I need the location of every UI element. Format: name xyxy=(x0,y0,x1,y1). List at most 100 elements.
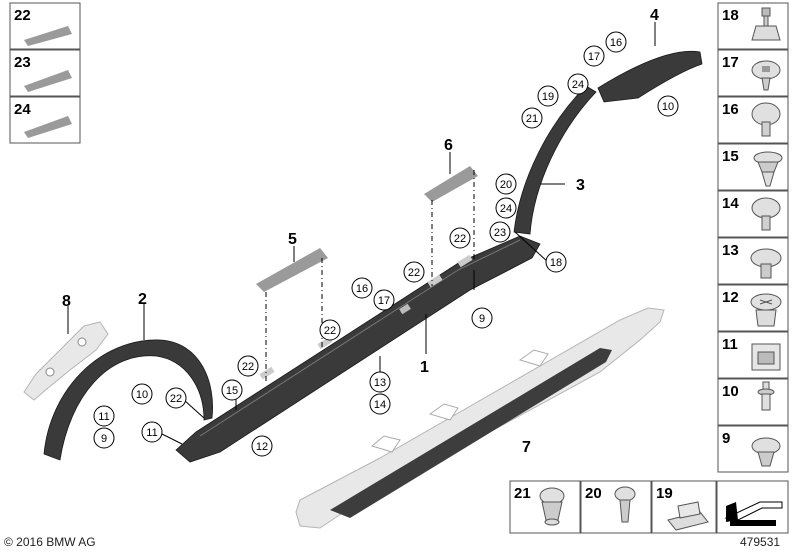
item-number: 17 xyxy=(722,54,739,71)
part-label-6: 6 xyxy=(444,137,453,154)
callout[interactable]: 21 xyxy=(521,107,543,129)
copyright-text: © 2016 BMW AG xyxy=(4,535,96,549)
callout[interactable]: 11 xyxy=(93,405,115,427)
item-number: 9 xyxy=(722,430,730,447)
item-number: 12 xyxy=(722,289,739,306)
right-column: 18 17 16 xyxy=(717,2,789,473)
svg-text:23: 23 xyxy=(494,227,506,239)
svg-text:16: 16 xyxy=(610,37,622,49)
item-number: 23 xyxy=(14,54,31,71)
screw-icon xyxy=(751,60,781,91)
svg-text:14: 14 xyxy=(374,399,386,411)
part-label-4: 4 xyxy=(650,7,659,24)
sheet-nut-icon xyxy=(667,501,709,531)
item-number: 15 xyxy=(722,148,739,165)
foil-strip-icon xyxy=(24,70,72,92)
bottom-item-19[interactable]: 19 xyxy=(651,480,717,534)
clip-icon xyxy=(751,437,781,467)
left-item-22[interactable]: 22 xyxy=(9,2,81,50)
left-item-23[interactable]: 23 xyxy=(9,49,81,97)
plug-icon xyxy=(751,197,781,231)
clip-icon xyxy=(539,487,565,526)
svg-text:11: 11 xyxy=(146,427,157,439)
right-item-10[interactable]: 10 xyxy=(717,378,789,426)
svg-text:12: 12 xyxy=(256,441,268,453)
callout[interactable]: 19 xyxy=(537,85,559,107)
callout[interactable]: 16 xyxy=(605,31,627,53)
part-label-1: 1 xyxy=(420,359,429,376)
part-3-rear-wheel-arch[interactable] xyxy=(513,85,597,235)
part-2-front-wheel-arch[interactable] xyxy=(43,339,213,461)
svg-text:22: 22 xyxy=(324,325,336,337)
item-number: 16 xyxy=(722,101,739,118)
item-number: 22 xyxy=(14,7,31,24)
callout[interactable]: 18 xyxy=(545,251,567,273)
svg-text:22: 22 xyxy=(170,393,182,405)
item-number: 10 xyxy=(722,383,739,400)
item-number: 13 xyxy=(722,242,739,259)
item-number: 11 xyxy=(722,336,738,353)
callout[interactable]: 15 xyxy=(221,379,243,401)
svg-text:19: 19 xyxy=(542,91,554,103)
part-labels: 4 3 6 5 2 8 1 7 xyxy=(62,7,659,456)
callout[interactable]: 14 xyxy=(369,393,391,415)
image-number: 479531 xyxy=(740,535,780,549)
callout[interactable]: 12 xyxy=(251,435,273,457)
svg-text:9: 9 xyxy=(101,433,107,445)
right-item-17[interactable]: 17 xyxy=(717,49,789,97)
callout[interactable]: 9 xyxy=(471,307,493,329)
plug-icon xyxy=(751,102,781,137)
callout[interactable]: 13 xyxy=(369,371,391,393)
svg-text:18: 18 xyxy=(550,257,562,269)
svg-text:17: 17 xyxy=(378,295,390,307)
rivet-icon xyxy=(750,248,782,279)
callout[interactable]: 16 xyxy=(351,277,373,299)
callout[interactable]: 20 xyxy=(495,173,517,195)
left-item-24[interactable]: 24 xyxy=(9,96,81,144)
callout[interactable]: 17 xyxy=(583,45,605,67)
right-item-14[interactable]: 14 xyxy=(717,190,789,238)
callout[interactable]: 11 xyxy=(141,421,163,443)
right-item-16[interactable]: 16 xyxy=(717,96,789,144)
spring-clip-icon xyxy=(751,343,781,371)
svg-text:17: 17 xyxy=(588,51,600,63)
callout[interactable]: 22 xyxy=(319,319,341,341)
screw-icon xyxy=(614,486,636,523)
callout[interactable]: 22 xyxy=(237,355,259,377)
part-label-8: 8 xyxy=(62,293,71,310)
callout[interactable]: 24 xyxy=(495,197,517,219)
right-item-11[interactable]: 11 xyxy=(717,331,789,379)
bottom-item-20[interactable]: 20 xyxy=(580,480,652,534)
item-number: 20 xyxy=(585,485,602,502)
right-item-18[interactable]: 18 xyxy=(717,2,789,50)
callout[interactable]: 10 xyxy=(131,383,153,405)
callout[interactable]: 22 xyxy=(449,227,471,249)
callout[interactable]: 10 xyxy=(657,95,679,117)
callout[interactable]: 17 xyxy=(373,289,395,311)
callout[interactable]: 24 xyxy=(567,73,589,95)
part-6-seal-strip[interactable] xyxy=(424,166,478,202)
svg-text:22: 22 xyxy=(242,361,254,373)
item-number: 19 xyxy=(656,485,673,502)
svg-text:21: 21 xyxy=(526,113,538,125)
svg-text:22: 22 xyxy=(454,233,466,245)
callouts: 17 16 10 24 19 21 20 24 23 18 22 22 16 1… xyxy=(93,31,679,457)
item-number: 18 xyxy=(722,7,739,24)
right-item-9[interactable]: 9 xyxy=(717,425,789,473)
part-5-seal-strip[interactable] xyxy=(256,248,328,292)
callout[interactable]: 22 xyxy=(403,261,425,283)
svg-text:16: 16 xyxy=(356,283,368,295)
svg-text:11: 11 xyxy=(98,411,109,423)
right-item-15[interactable]: 15 xyxy=(717,143,789,191)
callout[interactable]: 23 xyxy=(489,221,511,243)
part-7-rocker-panel[interactable] xyxy=(295,307,665,529)
right-item-12[interactable]: 12 xyxy=(717,284,789,332)
part-4-rear-wheel-arch-upper[interactable] xyxy=(597,50,703,103)
part-8-bracket[interactable] xyxy=(23,321,109,401)
callout[interactable]: 9 xyxy=(93,427,115,449)
callout[interactable]: 22 xyxy=(165,387,187,409)
right-item-13[interactable]: 13 xyxy=(717,237,789,285)
item-number: 21 xyxy=(514,485,531,502)
bottom-item-21[interactable]: 21 xyxy=(509,480,581,534)
